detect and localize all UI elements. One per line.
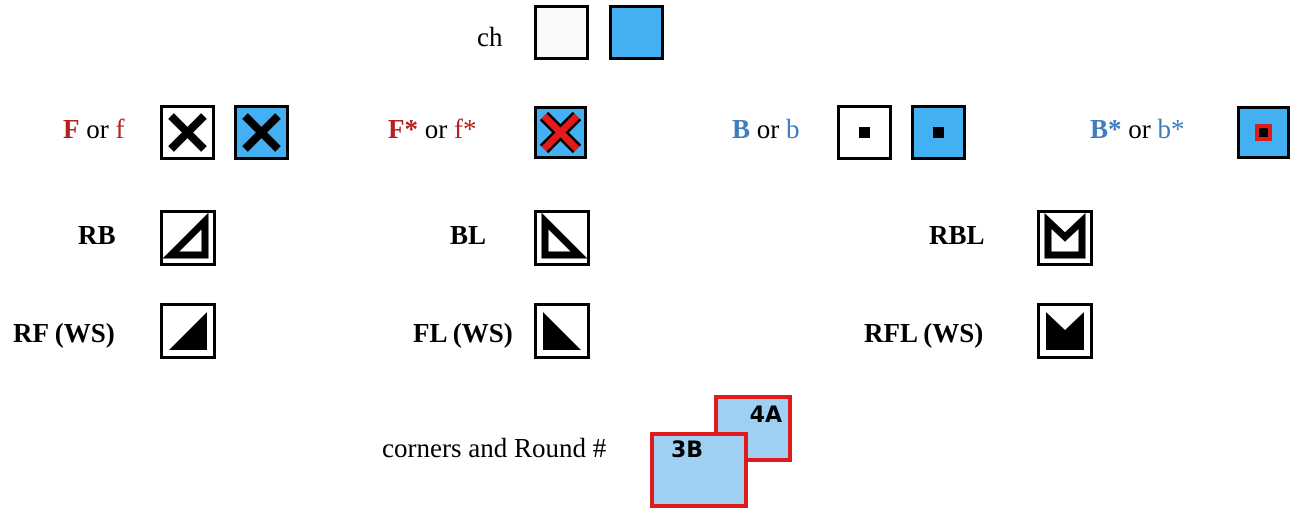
f-star-label: F* or f* <box>388 114 477 145</box>
f-upper: F <box>63 114 80 144</box>
rfl-label: RFL (WS) <box>864 318 984 348</box>
x-blue-square-icon <box>234 105 289 160</box>
b-star-label: B* or b* <box>1090 114 1185 145</box>
ch-label: ch <box>477 22 503 52</box>
f-lower: f <box>115 114 125 144</box>
f-star-lower: f* <box>454 114 477 144</box>
round-cell-top: 4A <box>714 395 792 462</box>
round-label-4a: 4A <box>749 403 782 428</box>
dot-square-icon <box>837 105 892 160</box>
rfl-solid-m-icon <box>1037 303 1093 359</box>
rf-label: RF (WS) <box>13 318 115 348</box>
f-star-or: or <box>424 114 448 144</box>
b-star-lower: b* <box>1157 114 1185 144</box>
round-cell-bottom: 3B <box>650 432 748 508</box>
blue-square-icon <box>609 5 664 60</box>
b-label: B or b <box>732 114 800 145</box>
rbl-label: RBL <box>929 220 985 250</box>
f-star-upper: F* <box>388 114 418 144</box>
rb-label: RB <box>78 220 116 250</box>
corner-round-badge: 4A 3B <box>648 393 796 508</box>
fl-solid-triangle-icon <box>534 303 590 359</box>
rb-outline-triangle-icon <box>160 210 216 266</box>
rf-solid-triangle-icon <box>160 303 216 359</box>
b-lower: b <box>786 114 800 144</box>
dot-blue-square-icon <box>911 105 966 160</box>
b-star-or: or <box>1128 114 1151 144</box>
corners-label: corners and Round # <box>382 433 607 463</box>
rbl-outline-m-icon <box>1037 210 1093 266</box>
red-x-blue-square-icon <box>534 106 587 159</box>
b-or: or <box>756 114 780 144</box>
b-upper: B <box>732 114 751 144</box>
f-label: F or f <box>63 114 125 145</box>
round-label-3b: 3B <box>668 440 707 462</box>
x-square-icon <box>160 105 215 160</box>
blank-square-icon <box>534 5 589 60</box>
red-dot-blue-square-icon <box>1237 106 1290 159</box>
fl-label: FL (WS) <box>413 318 513 348</box>
bl-outline-triangle-icon <box>534 210 590 266</box>
b-star-upper: B* <box>1090 114 1122 144</box>
f-or: or <box>86 114 109 144</box>
bl-label: BL <box>450 220 487 250</box>
